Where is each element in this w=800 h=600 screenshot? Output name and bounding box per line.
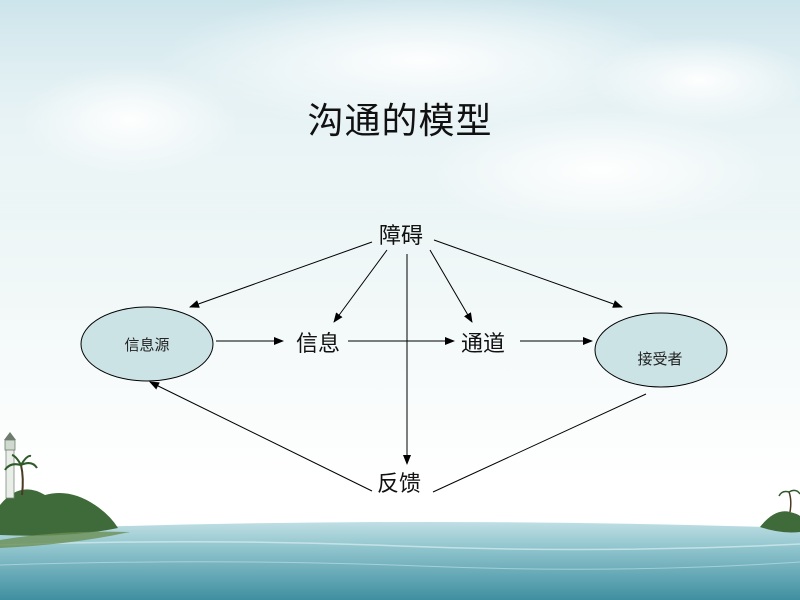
arrow-barrier-to-channel (429, 249, 473, 323)
source-ellipse (80, 306, 214, 382)
receiver-label: 接受者 (637, 350, 683, 368)
arrow-barrier-to-message (333, 249, 388, 323)
slide-title: 沟通的模型 (307, 101, 493, 142)
node-channel: 通道 (461, 332, 506, 357)
arrow-feedback-to-source (149, 381, 373, 492)
node-message: 信息 (296, 332, 341, 357)
arrow-barrier-to-receiver (433, 239, 623, 308)
line-receiver-to-feedback (432, 393, 647, 493)
node-feedback: 反馈 (377, 472, 422, 497)
source-label: 信息源 (124, 336, 170, 354)
node-barrier: 障碍 (379, 224, 424, 249)
receiver-ellipse (594, 312, 728, 388)
arrow-barrier-to-source (189, 241, 373, 308)
